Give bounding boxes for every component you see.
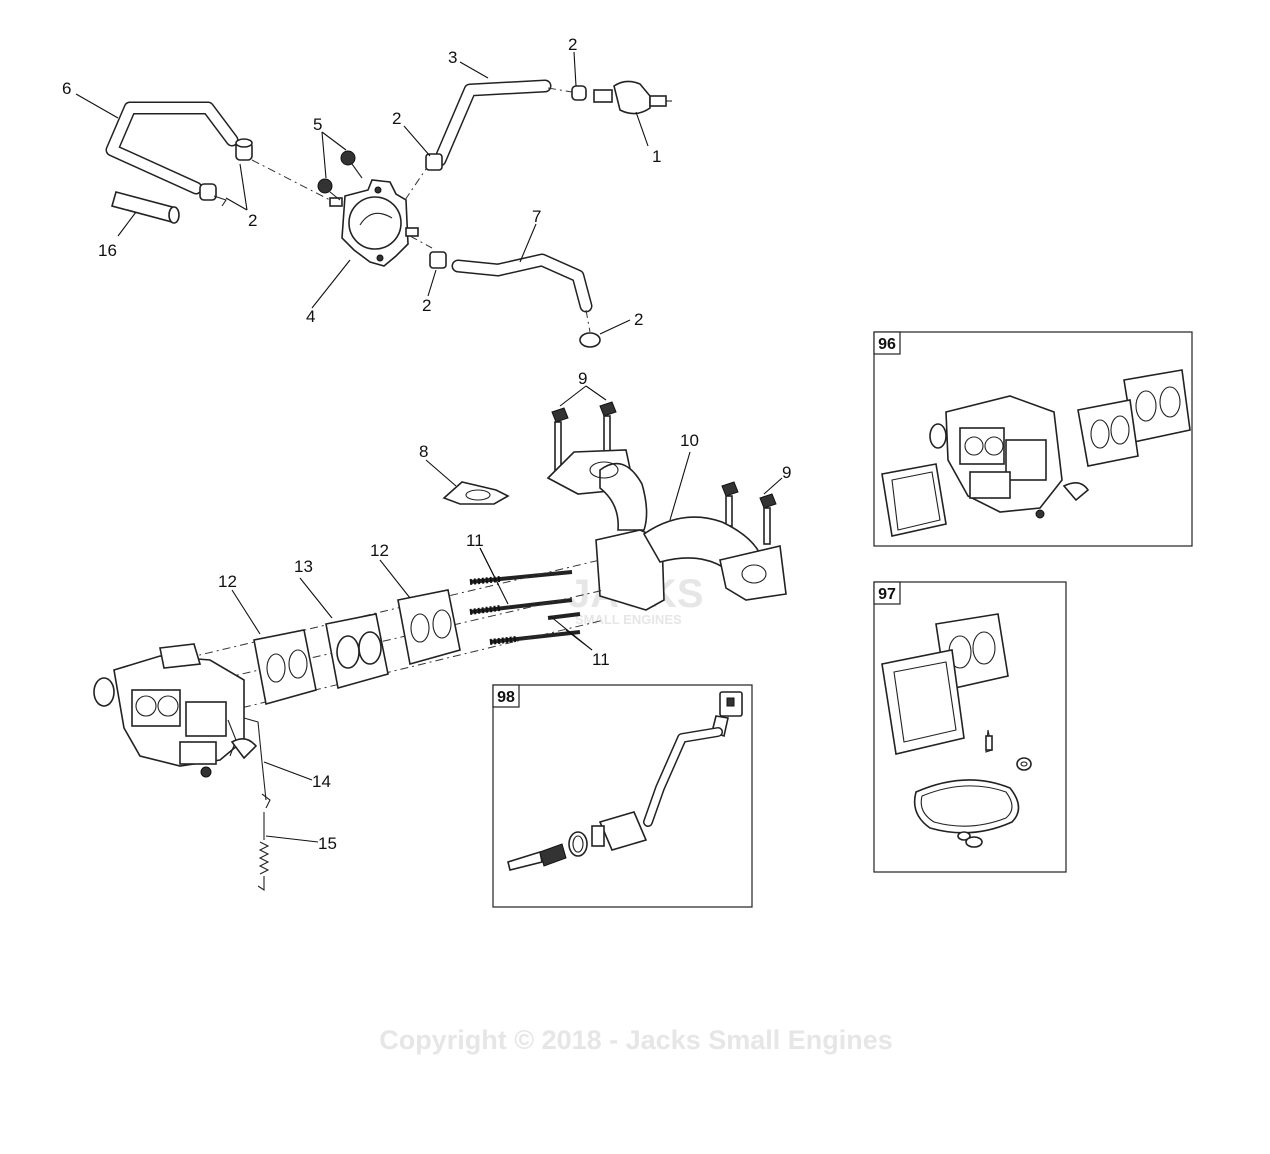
callout-12-left: 12 — [218, 572, 237, 591]
callout-11-top: 11 — [466, 531, 484, 550]
gasket-12-left — [253, 629, 317, 706]
bolt-9-d — [759, 493, 777, 545]
callout-7: 7 — [532, 207, 541, 226]
copyright-text: Copyright © 2018 - Jacks Small Engines — [379, 1025, 893, 1055]
bolt-9-b — [599, 401, 617, 459]
callout-15: 15 — [318, 834, 337, 853]
stud-11-d — [547, 612, 581, 620]
stud-11-b — [469, 598, 573, 615]
callout-9-right: 9 — [782, 463, 791, 482]
callout-4: 4 — [306, 307, 315, 326]
kit-box-97: 97 — [873, 581, 1067, 873]
fuel-pump-4 — [329, 179, 419, 267]
spacer-13 — [325, 613, 389, 690]
callout-2-pump-top: 2 — [392, 109, 401, 128]
bolt-9-a — [551, 407, 569, 473]
kit-box-96: 96 — [873, 331, 1193, 547]
callout-2-hose7: 2 — [634, 310, 643, 329]
fuel-filter-1 — [593, 80, 672, 115]
callout-13: 13 — [294, 557, 313, 576]
callouts: 1 2 2 2 2 2 3 4 5 6 7 8 9 9 10 11 11 12 … — [62, 35, 791, 853]
bolt-9-c — [721, 481, 739, 527]
intake-manifold-10 — [546, 449, 787, 611]
hose-6 — [105, 101, 239, 195]
clamp-2-pump-bottom — [429, 251, 447, 269]
kit-98-label: 98 — [497, 689, 515, 706]
hose-16 — [111, 191, 180, 224]
clamp-2-left-bottom — [199, 183, 227, 207]
screw-5-a — [317, 178, 341, 201]
clamp-2-hose7-end — [579, 309, 601, 348]
callout-16: 16 — [98, 241, 117, 260]
lower-leader-lines — [231, 385, 783, 843]
callout-2-left: 2 — [248, 211, 257, 230]
callout-10: 10 — [680, 431, 699, 450]
hose-3 — [433, 79, 552, 167]
callout-2-filter: 2 — [568, 35, 577, 54]
gasket-8 — [442, 481, 510, 505]
kit-box-98: 98 — [492, 684, 753, 908]
hose-7 — [451, 253, 593, 313]
callout-5: 5 — [313, 115, 322, 134]
screw-5-b — [340, 150, 363, 179]
clamp-2-left-top — [235, 138, 253, 161]
callout-3: 3 — [448, 48, 457, 67]
clamp-2-pump-top — [425, 153, 443, 171]
stud-11-a — [469, 570, 573, 585]
carburetor-main — [93, 643, 258, 778]
gasket-12-right — [397, 589, 461, 666]
spring-15 — [257, 812, 270, 892]
callout-2-pump-bottom: 2 — [422, 296, 431, 315]
callout-11-bottom: 11 — [592, 650, 610, 669]
logo-sub-text: SMALL ENGINES — [575, 612, 682, 627]
clamp-2-filter — [571, 85, 587, 101]
governor-rod-14 — [243, 717, 271, 809]
callout-1: 1 — [652, 147, 661, 166]
kit-96-label: 96 — [878, 336, 896, 353]
callout-14: 14 — [312, 772, 331, 791]
callout-12-right: 12 — [370, 541, 389, 560]
callout-8: 8 — [419, 442, 428, 461]
callout-9-top: 9 — [578, 369, 587, 388]
kit-97-label: 97 — [878, 586, 896, 603]
callout-6: 6 — [62, 79, 71, 98]
upper-leader-lines — [75, 51, 649, 335]
